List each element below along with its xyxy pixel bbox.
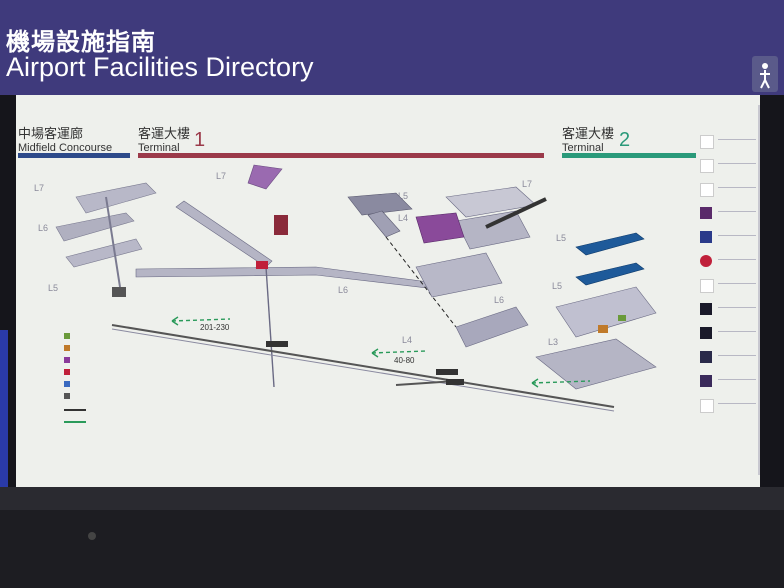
title-chinese: 機場設施指南	[6, 28, 156, 56]
lounge-logo	[700, 255, 712, 267]
zone-terminal2-header: 客運大樓 Terminal	[562, 123, 614, 154]
display-frame-bottom-lower	[0, 510, 784, 588]
map-board: 中場客運廊 Midfield Concourse 客運大樓 Terminal 1…	[16, 95, 760, 487]
lounge-logo	[700, 159, 714, 173]
zone-terminal1-bar	[138, 153, 544, 158]
zone-midfield-bar	[18, 153, 130, 158]
zone-terminal1-header: 客運大樓 Terminal	[138, 123, 190, 154]
level-label: L5	[556, 233, 567, 243]
zone-terminal2-bar	[562, 153, 696, 158]
lounge-logo	[700, 279, 714, 293]
north-satellite-shape	[347, 192, 457, 328]
terminal1-building-shape	[415, 186, 547, 348]
level-label: L7	[522, 179, 533, 189]
midfield-concourse-shape	[55, 182, 157, 297]
lounge-logo	[700, 327, 712, 339]
legend-item	[64, 393, 74, 403]
legend-dot	[64, 381, 70, 387]
level-label: L3	[548, 337, 559, 347]
lounge-logo	[700, 183, 714, 197]
level-label: L5	[398, 191, 409, 201]
level-label: L6	[338, 285, 349, 295]
legend-dot	[64, 333, 70, 339]
legend-line-people-mover	[64, 409, 86, 411]
accessibility-icon	[752, 56, 778, 92]
legend-dot	[64, 357, 70, 363]
level-label: L5	[48, 283, 59, 293]
legend-dot	[64, 393, 70, 399]
frame-screw	[88, 532, 96, 540]
airport-map	[55, 164, 657, 412]
lounge-logo	[700, 135, 714, 149]
level-label: L6	[494, 295, 505, 305]
zone-terminal2-zh: 客運大樓	[562, 127, 615, 142]
level-label: L4	[398, 213, 409, 223]
legend-item	[64, 369, 74, 379]
title-english: Airport Facilities Directory	[6, 52, 314, 82]
lounge-sidebar	[700, 109, 758, 429]
legend-item	[64, 357, 74, 367]
legend-item	[64, 333, 74, 343]
lounge-text-lines	[718, 133, 756, 423]
gate-range-40-80: 40-80	[394, 356, 415, 365]
lounge-logo	[700, 375, 712, 387]
board-divider-right	[758, 105, 760, 475]
lounge-logo	[700, 207, 712, 219]
level-label: L6	[38, 223, 49, 233]
legend-item	[64, 345, 74, 355]
level-label: L4	[402, 335, 413, 345]
zone-midfield-header: 中場客運廊 Midfield Concourse	[18, 123, 112, 154]
lounge-logo	[700, 351, 712, 363]
zone-terminal2-en: Terminal	[562, 142, 604, 154]
legend-dot	[64, 345, 70, 351]
gate-range-201-230: 201-230	[200, 323, 230, 332]
legend-dot	[64, 369, 70, 375]
level-label: L7	[216, 171, 227, 181]
legend-item	[64, 381, 74, 391]
terminal1-concourse-shape	[135, 164, 437, 388]
people-mover-track	[111, 324, 615, 412]
direction-arrows	[171, 316, 591, 388]
right-bezel	[760, 95, 784, 515]
legend-line-walkway	[64, 421, 86, 423]
lounge-logo	[700, 231, 712, 243]
lounge-logo	[700, 303, 712, 315]
terminal2-shape	[535, 232, 657, 390]
zone-terminal2-num: 2	[619, 129, 631, 151]
level-label: L5	[552, 281, 563, 291]
level-label: L7	[34, 183, 45, 193]
zone-terminal1-num: 1	[194, 129, 206, 151]
lounge-logo	[700, 399, 714, 413]
left-screen-edge	[0, 330, 8, 510]
zone-terminal1-zh: 客運大樓	[138, 127, 191, 142]
header-banner: 機場設施指南 Airport Facilities Directory	[0, 0, 784, 95]
zone-terminal1-en: Terminal	[138, 142, 180, 154]
zone-midfield-zh: 中場客運廊	[18, 127, 84, 142]
zone-midfield-en: Midfield Concourse	[18, 142, 113, 154]
